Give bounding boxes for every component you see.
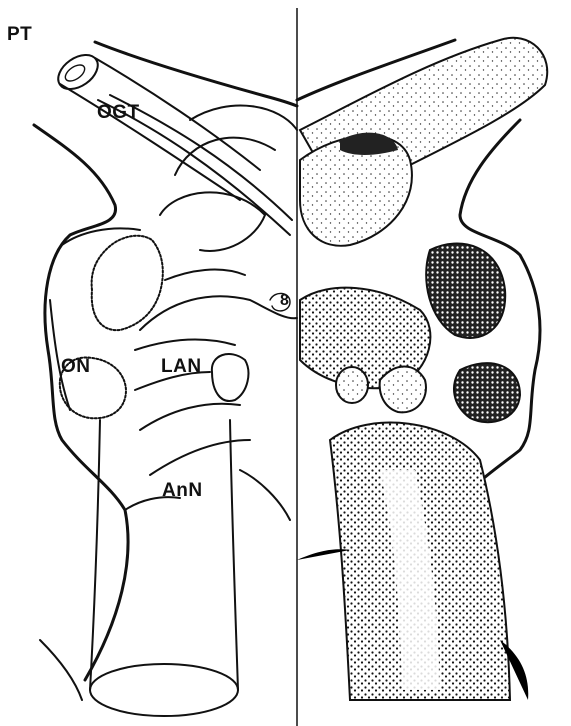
dense-nucleus [426, 243, 505, 338]
label-lan: LAN [161, 357, 202, 376]
outer-contour-top-left [95, 42, 297, 106]
tectum-lobe [160, 106, 297, 251]
tube-right-wall [230, 420, 238, 690]
lower-contour-left [40, 470, 290, 700]
lan-nucleus [212, 354, 249, 401]
right-shaded-drawing [297, 38, 547, 700]
label-on: ON [61, 357, 91, 376]
label-eight: 8 [280, 293, 289, 309]
small-sphere [336, 367, 368, 403]
inner-contour-left [50, 228, 140, 410]
outer-contour-left [34, 125, 128, 680]
label-ann: AnN [162, 481, 203, 500]
tube-end [90, 664, 238, 716]
dense-nucleus-lower [454, 363, 520, 422]
pt-tube-end [52, 48, 104, 96]
pt-tube-lumen [63, 62, 88, 84]
on-upper-lobe [92, 236, 163, 330]
tube-left-wall [90, 420, 100, 690]
ann-fibres [135, 372, 250, 475]
label-pt: PT [7, 25, 32, 44]
lan-shaded [380, 367, 426, 413]
left-line-drawing [34, 42, 297, 716]
label-ogt: OGT [97, 103, 140, 122]
central-fibres [135, 270, 297, 350]
